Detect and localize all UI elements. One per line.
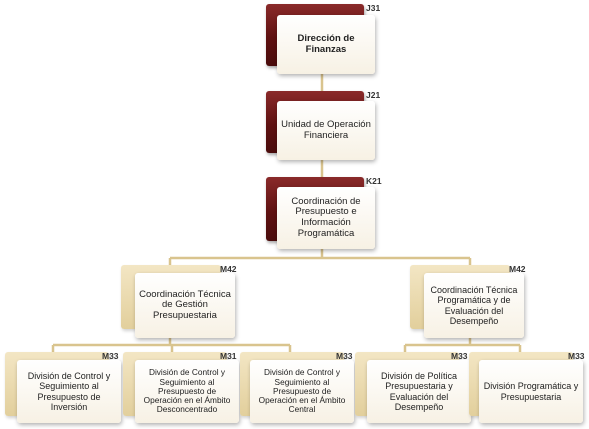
node-code: M42 [509, 264, 526, 274]
node-div-programatica: División Programática y Presupuestaria M… [469, 351, 586, 424]
node-code: M33 [451, 351, 468, 361]
node-label: División de Control y Seguimiento al Pre… [135, 360, 239, 423]
node-label: Coordinación Técnica Programática y de E… [424, 273, 524, 338]
node-div-desconcentrado: División de Control y Seguimiento al Pre… [123, 351, 240, 424]
node-div-central: División de Control y Seguimiento al Pre… [240, 351, 357, 424]
node-direccion-finanzas: Dirección de Finanzas J31 [266, 3, 380, 74]
node-coord-presupuesto: Coordinación de Presupuesto e Informació… [266, 176, 382, 250]
node-div-inversion: División de Control y Seguimiento al Pre… [5, 351, 122, 424]
node-label: División de Control y Seguimiento al Pre… [17, 360, 121, 423]
node-code: M31 [220, 351, 237, 361]
node-code: M42 [220, 264, 237, 274]
node-code: M33 [336, 351, 353, 361]
node-div-politica: División de Política Presupuestaria y Ev… [355, 351, 472, 424]
node-code: M33 [102, 351, 119, 361]
node-label: Unidad de Operación Financiera [277, 101, 375, 160]
node-coord-programatica: Coordinación Técnica Programática y de E… [410, 264, 526, 338]
node-code: M33 [568, 351, 585, 361]
node-label: Coordinación Técnica de Gestión Presupue… [135, 273, 235, 338]
node-code: J21 [366, 90, 381, 100]
node-label: Dirección de Finanzas [277, 15, 375, 74]
node-label: Coordinación de Presupuesto e Informació… [277, 187, 375, 249]
node-label: División de Control y Seguimiento al Pre… [250, 360, 354, 423]
node-code: K21 [366, 176, 382, 186]
node-label: División Programática y Presupuestaria [479, 360, 583, 423]
node-label: División de Política Presupuestaria y Ev… [367, 360, 471, 423]
node-code: J31 [366, 3, 381, 13]
node-unidad-operacion: Unidad de Operación Financiera J21 [266, 90, 380, 161]
node-coord-gestion: Coordinación Técnica de Gestión Presupue… [121, 264, 237, 338]
